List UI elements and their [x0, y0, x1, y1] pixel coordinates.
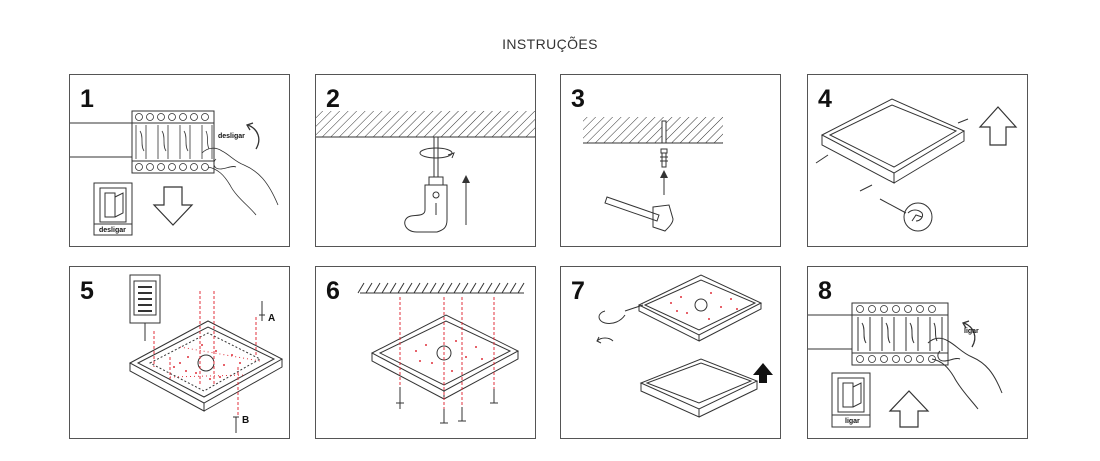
step-7-panel: 7	[560, 266, 781, 439]
switch-on-label: ligar	[845, 418, 860, 425]
on-label: ligar	[964, 328, 979, 335]
step-1-panel: desligar desligar 1	[69, 74, 290, 247]
step-number: 2	[326, 85, 340, 113]
label-b: B	[242, 415, 249, 426]
red-dot-pattern	[670, 292, 738, 320]
step-2-panel: 2	[315, 74, 536, 247]
arrow-down-icon	[152, 186, 194, 226]
step-number: 5	[80, 277, 94, 305]
arrow-up-icon	[888, 390, 930, 428]
step-6-panel: 6	[315, 266, 536, 439]
arrow-up-icon	[753, 363, 773, 383]
switch-off-icon	[93, 182, 133, 236]
switch-off-label: desligar	[99, 227, 126, 234]
step-8-panel: ligar ligar 8	[807, 266, 1028, 439]
red-guide-lines	[153, 291, 261, 415]
switch-on-icon	[831, 372, 871, 428]
step-5-panel: A B 5	[69, 266, 290, 439]
label-a: A	[268, 313, 275, 324]
step-4-panel: 4	[807, 74, 1028, 247]
step-number: 6	[326, 277, 340, 305]
step-number: 3	[571, 85, 585, 113]
ceiling-hatch	[316, 111, 535, 137]
attach-cover-illustration	[596, 274, 773, 418]
step-number: 1	[80, 85, 94, 113]
off-label: desligar	[218, 133, 245, 140]
remove-cover-illustration	[815, 98, 1018, 232]
breaker-on-illustration: ligar ligar	[808, 302, 1003, 428]
ceiling-hatch	[583, 117, 723, 143]
red-guide-lines	[399, 297, 495, 409]
step-number: 4	[818, 85, 832, 113]
mount-base-illustration: A B	[128, 274, 284, 433]
anchor-hammer-illustration	[583, 117, 723, 232]
drill-ceiling-illustration	[316, 111, 535, 233]
page-title: INSTRUÇÕES	[502, 36, 598, 52]
red-dot-pattern	[415, 340, 483, 372]
step-number: 8	[818, 277, 832, 305]
step-3-panel: 3	[560, 74, 781, 247]
arrow-up-icon	[462, 175, 470, 183]
breaker-off-illustration: desligar desligar	[70, 110, 279, 236]
fix-base-ceiling-illustration	[357, 282, 525, 424]
step-number: 7	[571, 277, 585, 305]
arrow-up-icon	[660, 170, 668, 178]
red-dot-pattern	[173, 344, 241, 380]
